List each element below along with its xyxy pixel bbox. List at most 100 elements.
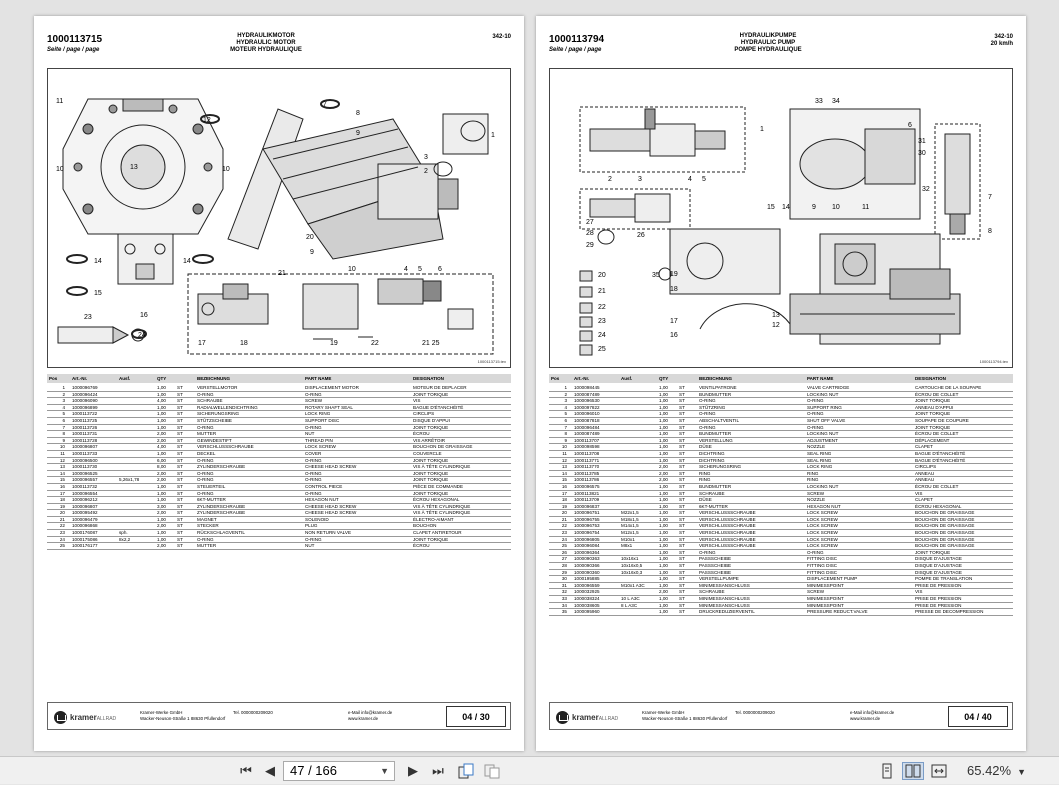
table-cell: DISQUE D'AJUSTAGE bbox=[915, 569, 962, 575]
table-cell: STEUERTEIL bbox=[197, 483, 226, 489]
table-cell: 1,00 bbox=[659, 523, 668, 529]
table-cell: 19 bbox=[59, 503, 65, 509]
table-cell: MOTEUR DE DEPLACER bbox=[413, 385, 467, 390]
table-cell: ANNEAU bbox=[915, 477, 935, 483]
table-cell: 1,00 bbox=[659, 417, 668, 423]
table-cell: ST bbox=[177, 483, 183, 489]
first-page-button[interactable]: ⏮ bbox=[240, 763, 252, 778]
table-cell: SCREW bbox=[807, 589, 825, 595]
table-cell: 1000113821 bbox=[574, 490, 600, 496]
svg-text:30: 30 bbox=[918, 150, 926, 157]
table-cell: 10 L A3C bbox=[621, 596, 640, 601]
table-cell: 1,00 bbox=[659, 609, 668, 615]
table-cell: O-RING bbox=[807, 549, 824, 555]
table-cell: 1,00 bbox=[157, 417, 166, 423]
table-cell: 1000096090 bbox=[72, 398, 98, 404]
svg-text:10: 10 bbox=[222, 166, 230, 173]
table-cell: PASSSCHEIBE bbox=[699, 556, 732, 562]
table-cell: 18 bbox=[59, 497, 65, 503]
table-cell: ST bbox=[679, 589, 685, 595]
table-cell: O-RING bbox=[197, 490, 214, 496]
two-page-view-icon[interactable] bbox=[902, 762, 924, 780]
rotate-icon[interactable] bbox=[455, 762, 477, 780]
table-cell: RING bbox=[699, 477, 711, 483]
table-cell: 14 bbox=[561, 470, 567, 476]
drawing-id: 1000113794.tex bbox=[979, 359, 1008, 364]
table-cell: 1000113785 bbox=[574, 470, 600, 476]
next-page-button[interactable]: ▶ bbox=[408, 763, 418, 778]
table-cell: ST bbox=[679, 470, 685, 476]
table-cell: 1 bbox=[564, 385, 567, 390]
fit-width-icon[interactable] bbox=[928, 762, 950, 780]
table-cell: ST bbox=[177, 385, 183, 390]
table-cell: PASSSCHEIBE bbox=[699, 569, 732, 575]
table-cell: ST bbox=[679, 596, 685, 601]
table-cell: LOCK RING bbox=[305, 411, 331, 417]
table-cell: VERSCHLUSSSCHRAUBE bbox=[699, 523, 756, 529]
table-cell: 13 bbox=[59, 464, 65, 470]
pdf-page-left: 1000113715 Seite / page / page HYDRAULIK… bbox=[34, 16, 524, 751]
table-cell: 1,00 bbox=[659, 602, 668, 608]
svg-text:6: 6 bbox=[438, 266, 442, 273]
document-viewport[interactable]: 1000113715 Seite / page / page HYDRAULIK… bbox=[0, 0, 1059, 756]
last-page-button[interactable]: ⏭ bbox=[432, 763, 444, 778]
table-cell: 1,00 bbox=[659, 516, 668, 522]
table-cell: ST bbox=[177, 470, 183, 476]
svg-text:8: 8 bbox=[356, 110, 360, 117]
table-cell: ST bbox=[679, 563, 685, 569]
zoom-select[interactable]: 65.42%▼ bbox=[967, 763, 1027, 778]
table-cell: ROTARY SHAFT SEAL bbox=[305, 404, 353, 410]
svg-text:16: 16 bbox=[140, 312, 148, 319]
table-cell: O-RING bbox=[197, 536, 214, 542]
single-page-view-icon[interactable] bbox=[876, 762, 898, 780]
table-cell: 1,00 bbox=[157, 530, 166, 536]
table-cell: ÉCROU HEXAGONAL bbox=[413, 497, 460, 503]
table-cell: CONTROL PIECE bbox=[305, 483, 343, 489]
table-cell: 1,00 bbox=[659, 503, 668, 509]
table-cell: DICHTRING bbox=[699, 457, 725, 463]
drawing-id: 1000113715.tex bbox=[477, 359, 506, 364]
table-cell: 1000096525 bbox=[72, 470, 98, 476]
table-cell: 1000096807 bbox=[72, 444, 98, 450]
table-cell: 1,00 bbox=[659, 510, 668, 516]
table-cell: ST bbox=[679, 556, 685, 562]
table-cell: DÉPLACEMENT bbox=[915, 437, 950, 443]
svg-text:23: 23 bbox=[598, 318, 606, 325]
table-cell: 27 bbox=[561, 556, 567, 562]
copy-page-icon[interactable] bbox=[481, 762, 503, 780]
table-cell: ST bbox=[679, 431, 685, 437]
table-cell: PRISE DE PRESSION bbox=[915, 602, 962, 608]
table-cell: 4 bbox=[564, 404, 567, 410]
table-cell: 1,00 bbox=[659, 549, 668, 555]
table-cell: DISQUE D'AJUSTAGE bbox=[915, 556, 962, 562]
table-cell: 1000096554 bbox=[72, 490, 98, 496]
svg-text:22: 22 bbox=[371, 340, 379, 347]
table-cell: O-RING bbox=[305, 470, 322, 476]
table-cell: 1000096212 bbox=[72, 497, 98, 503]
table-cell: 1,00 bbox=[157, 490, 166, 496]
table-cell: CIRCLIPS bbox=[413, 411, 435, 417]
table-cell: MINIMESSANSCHLUSS bbox=[699, 582, 750, 588]
table-cell: BUNDMUTTER bbox=[699, 483, 732, 489]
page-number-select[interactable]: 47 / 166▼ bbox=[283, 761, 395, 781]
table-cell: NOZZLE bbox=[807, 497, 826, 503]
svg-text:10: 10 bbox=[832, 204, 840, 211]
previous-page-button[interactable]: ◀ bbox=[265, 763, 275, 778]
table-cell: 2,00 bbox=[157, 431, 166, 437]
table-cell: STÜTZRING bbox=[699, 404, 726, 410]
table-cell: 1000090360 bbox=[574, 569, 600, 575]
table-cell: BOUCHON DE GRAISSAGE bbox=[915, 536, 975, 542]
table-cell: CHEESE HEAD SCREW bbox=[305, 510, 357, 516]
table-cell: 1000095492 bbox=[72, 510, 98, 516]
